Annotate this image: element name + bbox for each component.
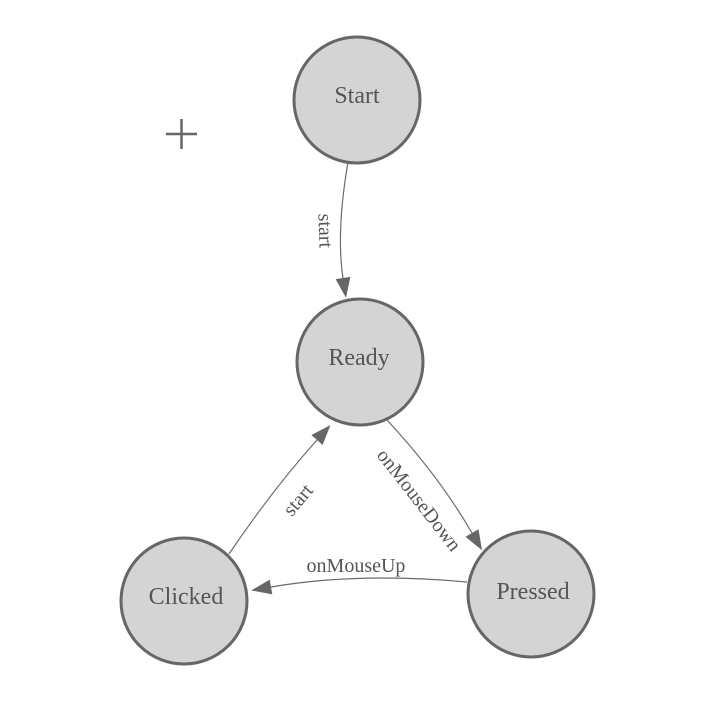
crosshair-icon[interactable] <box>166 119 197 149</box>
edge-path-pressed-to-clicked[interactable] <box>270 577 468 588</box>
state-label-pressed: Pressed <box>496 579 569 605</box>
edge-path-start-to-ready[interactable] <box>339 161 349 279</box>
state-circle[interactable] <box>292 35 422 165</box>
edge-ready-to-pressed[interactable]: onMouseDown <box>372 419 482 556</box>
state-node-clicked[interactable]: Clicked <box>119 536 249 666</box>
state-node-ready[interactable]: Ready <box>295 297 425 427</box>
edge-path-clicked-to-ready[interactable] <box>228 439 318 555</box>
edge-label-start-to-ready: start <box>313 213 336 249</box>
state-circle[interactable] <box>119 536 249 666</box>
edge-start-to-ready[interactable]: start <box>313 161 351 298</box>
edge-pressed-to-clicked[interactable]: onMouseUp <box>251 555 468 595</box>
edge-path-ready-to-pressed[interactable] <box>386 419 473 534</box>
state-label-clicked: Clicked <box>149 584 224 610</box>
state-node-pressed[interactable]: Pressed <box>466 529 596 659</box>
edge-label-clicked-to-ready: start <box>279 480 318 521</box>
state-circle[interactable] <box>466 529 596 659</box>
arrowhead-icon <box>465 529 482 551</box>
edge-label-pressed-to-clicked: onMouseUp <box>307 555 406 577</box>
state-label-start: Start <box>334 83 380 109</box>
arrowhead-icon <box>251 579 273 595</box>
state-label-ready: Ready <box>328 345 389 371</box>
arrowhead-icon <box>311 425 331 445</box>
state-node-start[interactable]: Start <box>292 35 422 165</box>
edge-clicked-to-ready[interactable]: start <box>228 425 331 555</box>
state-circle[interactable] <box>295 297 425 427</box>
arrowhead-icon <box>335 276 351 298</box>
